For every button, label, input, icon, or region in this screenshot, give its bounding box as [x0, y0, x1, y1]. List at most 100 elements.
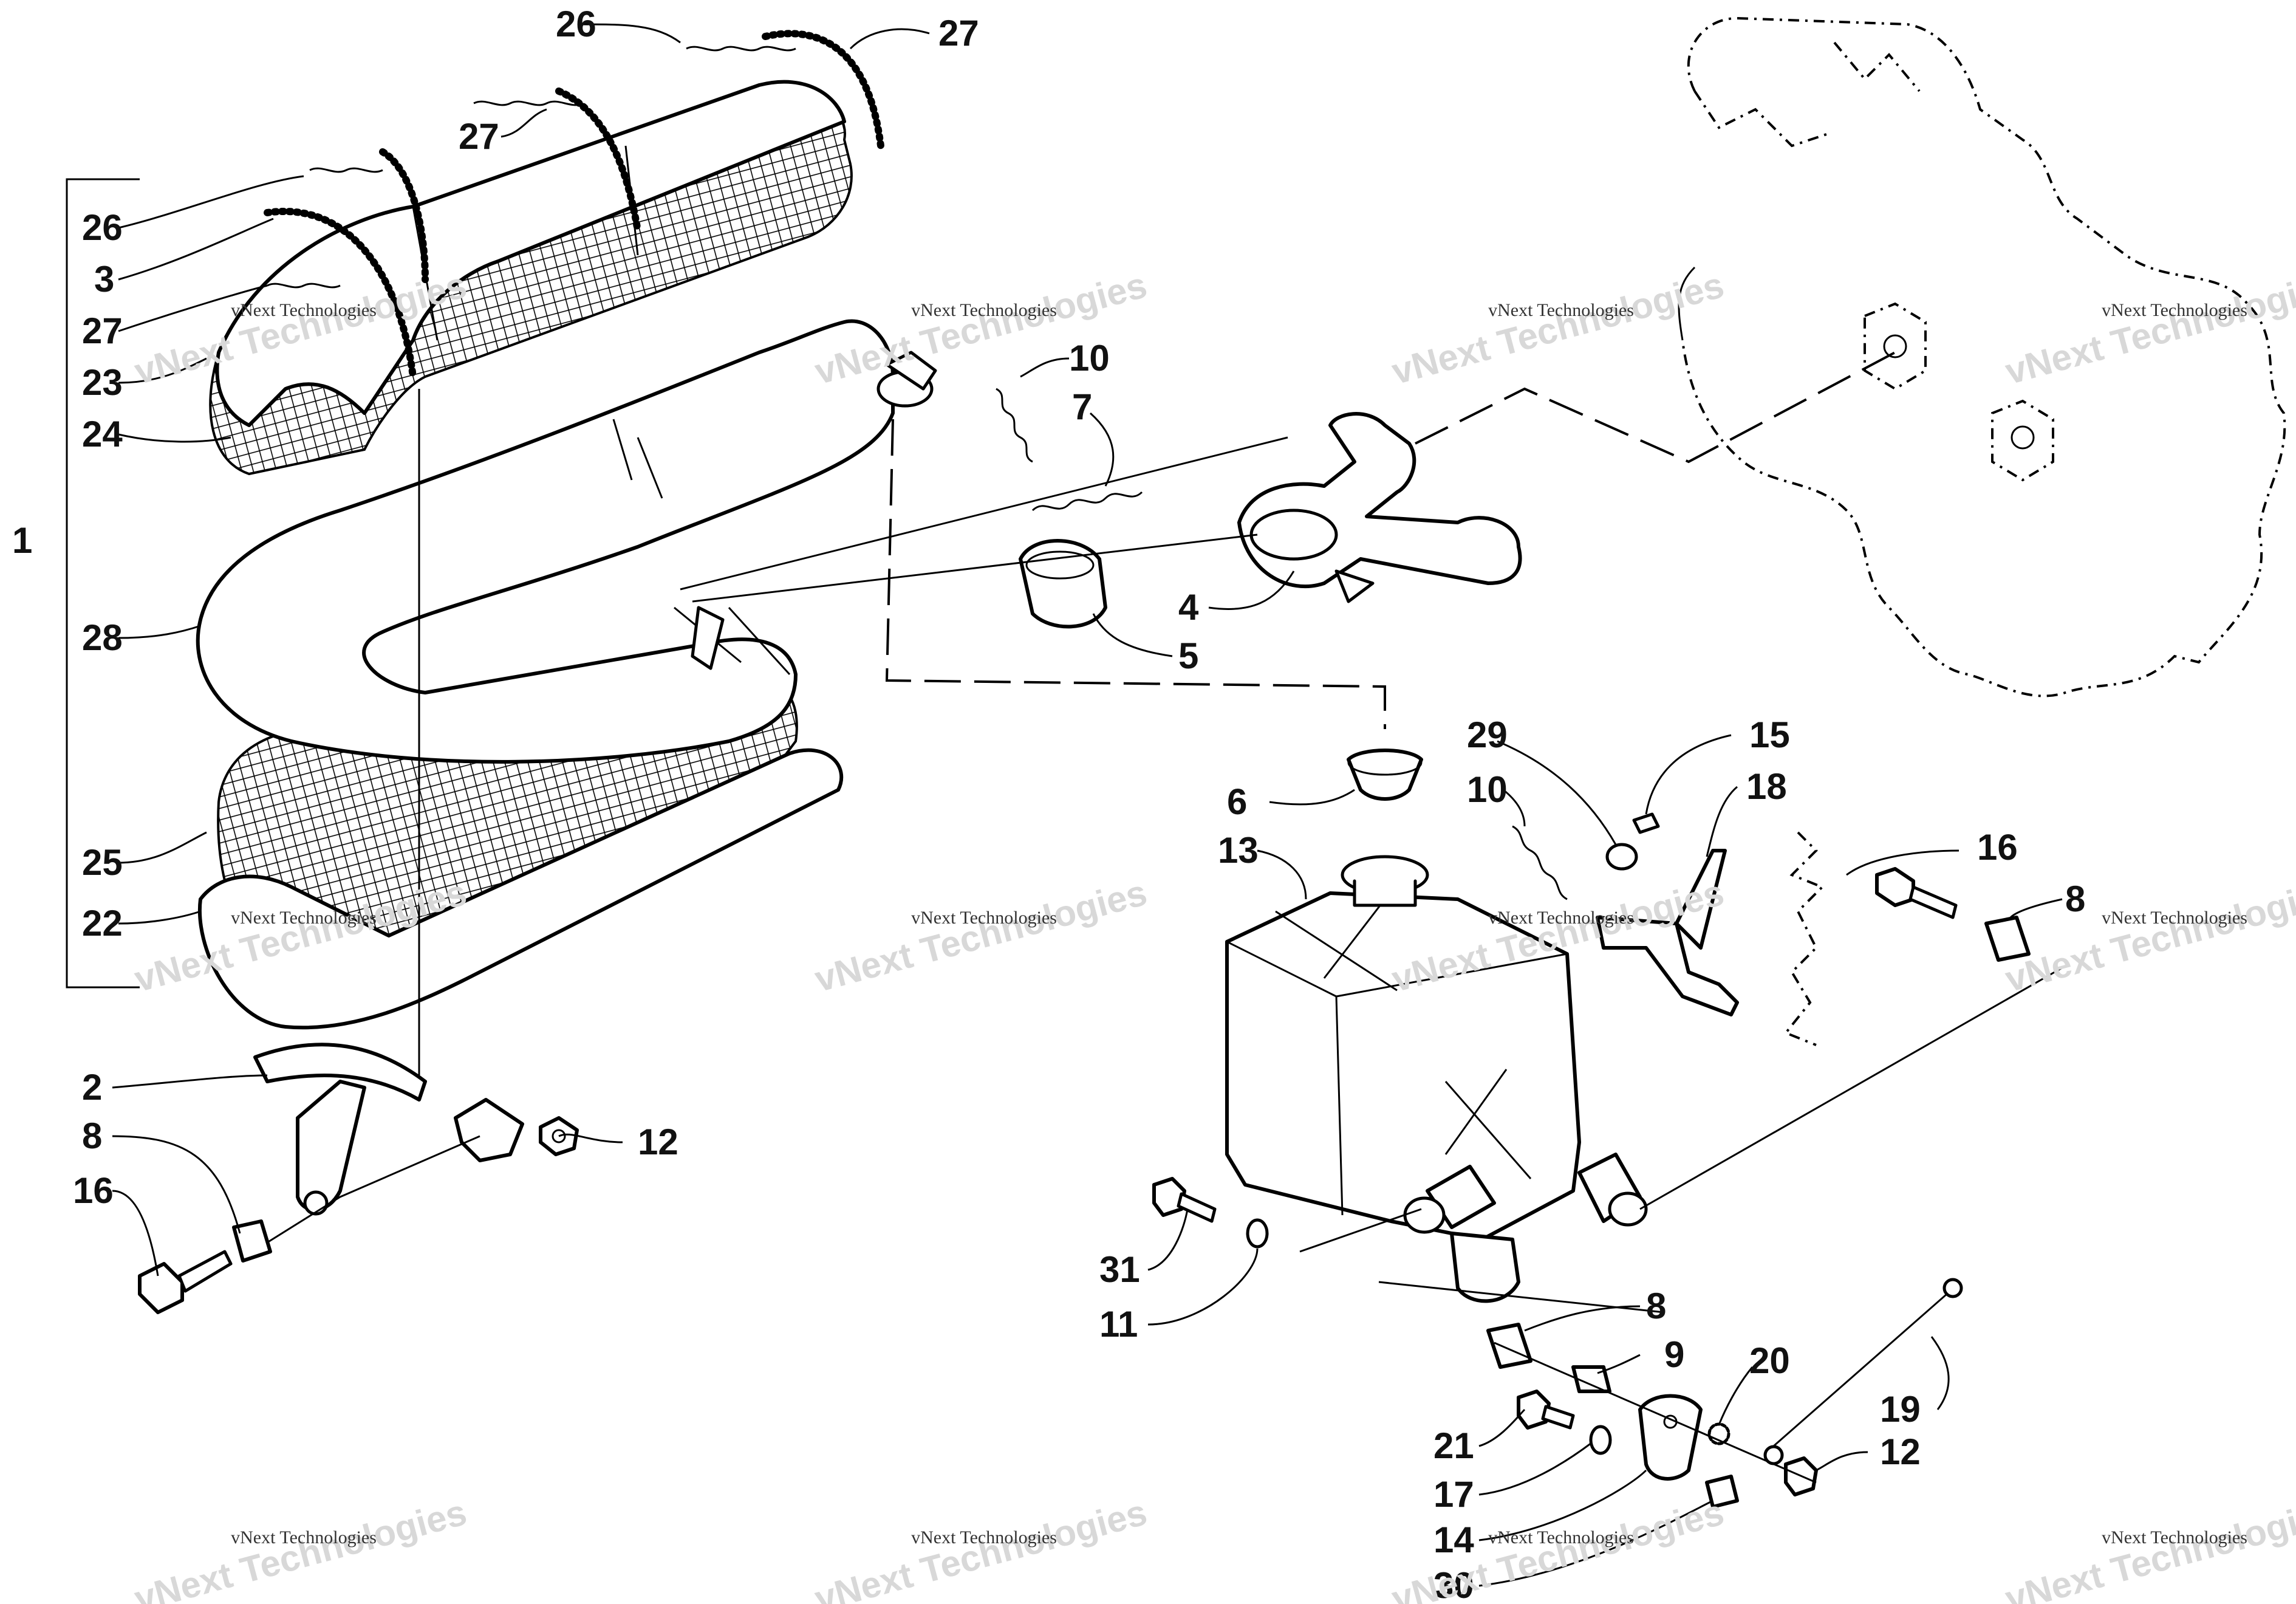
callout-21: 21: [1433, 1425, 1474, 1466]
engine-outline: [1678, 16, 2286, 697]
hardware-guide-line: [1494, 1342, 1817, 1484]
spring-7: [1031, 491, 1143, 512]
chassis-outline: [1783, 831, 1825, 1046]
callout-9: 9: [1664, 1334, 1684, 1375]
callout-15: 15: [1749, 715, 1790, 755]
callout-27-mid: 27: [459, 116, 499, 157]
spacer-8-bottom: [1486, 1323, 1532, 1369]
callout-8-left: 8: [82, 1116, 102, 1156]
callout-31: 31: [1099, 1249, 1140, 1290]
callout-26-side: 26: [82, 207, 123, 248]
pipe-silencer-connector: [885, 419, 1386, 729]
spring-10-upper: [996, 388, 1033, 463]
watermark: vNext Technologies vNext Technologies: [2001, 1492, 2296, 1604]
bracket-18: [1596, 849, 1739, 1016]
expansion-chamber: [196, 319, 937, 764]
bolt-16-left: [138, 1250, 233, 1314]
callout-19: 19: [1880, 1389, 1921, 1430]
svg-text:vNext Technologies: vNext Technologies: [911, 300, 1057, 320]
muffler-grommet-6: [1347, 749, 1423, 801]
svg-text:vNext Technologies: vNext Technologies: [130, 1492, 471, 1604]
callout-20: 20: [1749, 1340, 1790, 1381]
svg-text:vNext Technologies: vNext Technologies: [810, 1492, 1151, 1604]
svg-text:vNext Technologies: vNext Technologies: [231, 300, 377, 320]
callout-22: 22: [82, 903, 123, 944]
svg-text:vNext Technologies: vNext Technologies: [1488, 908, 1634, 928]
callout-25: 25: [82, 842, 123, 883]
watermark: vNext Technologies vNext Technologies: [810, 872, 1151, 999]
callout-1: 1: [12, 520, 32, 561]
watermark: vNext Technologies vNext Technologies: [2001, 264, 2296, 392]
callout-27-side: 27: [82, 310, 123, 351]
stud-30: [1705, 1475, 1739, 1509]
callout-14: 14: [1433, 1520, 1474, 1560]
watermark: vNext Technologies vNext Technologies: [130, 1492, 471, 1604]
callout-8-bottom: 8: [1646, 1286, 1666, 1326]
svg-text:vNext Technologies: vNext Technologies: [231, 908, 377, 928]
engine-mount-lower: [1991, 399, 2054, 482]
callout-6: 6: [1227, 781, 1247, 822]
bolt-15: [1632, 812, 1660, 834]
svg-text:vNext Technologies: vNext Technologies: [231, 1527, 377, 1547]
callout-12-bottom: 12: [1880, 1431, 1921, 1472]
callout-13: 13: [1218, 830, 1259, 871]
manifold-guide-line-1: [692, 533, 1258, 603]
spacer-8-right: [1984, 916, 2031, 962]
svg-text:vNext Technologies: vNext Technologies: [1488, 300, 1634, 320]
support-bracket: [253, 1043, 524, 1216]
callout-16-right: 16: [1977, 827, 2018, 868]
callout-17: 17: [1433, 1474, 1474, 1515]
callout-24: 24: [82, 414, 123, 454]
svg-text:vNext Technologies: vNext Technologies: [1387, 264, 1728, 392]
svg-text:vNext Technologies: vNext Technologies: [810, 872, 1151, 999]
manifold-guide-line-2: [680, 436, 1288, 591]
svg-text:vNext Technologies: vNext Technologies: [2001, 264, 2296, 392]
bolt-16-right: [1875, 867, 1958, 919]
svg-text:vNext Technologies: vNext Technologies: [2001, 1492, 2296, 1604]
washer-11: [1246, 1218, 1269, 1249]
callout-29: 29: [1467, 715, 1508, 755]
svg-text:vNext Technologies: vNext Technologies: [2102, 1527, 2247, 1547]
callout-8-right: 8: [2065, 879, 2085, 919]
manifold-engine-connector: [1415, 351, 1896, 464]
callout-4: 4: [1178, 587, 1199, 628]
assembly-bracket: [66, 178, 140, 989]
callout-12-left: 12: [638, 1122, 678, 1162]
muffler: [1225, 855, 1648, 1303]
callout-labels: 1 2 3 4 5 6 7 8 8 8 9 10 10 11 12 12 13 …: [12, 4, 2085, 1604]
bracket-guide-line: [242, 1135, 480, 1259]
spacer-8-left: [232, 1219, 272, 1263]
svg-text:vNext Technologies: vNext Technologies: [2001, 872, 2296, 999]
callout-16-left: 16: [73, 1170, 114, 1211]
callout-3: 3: [94, 259, 114, 300]
watermark: vNext Technologies vNext Technologies: [2001, 872, 2296, 999]
leader-lines: [112, 23, 2063, 1587]
engine-mount-upper: [1864, 302, 1927, 391]
callout-18: 18: [1746, 766, 1787, 807]
callout-5: 5: [1178, 636, 1198, 676]
bolt-31: [1152, 1177, 1217, 1223]
svg-text:vNext Technologies: vNext Technologies: [1488, 1527, 1634, 1547]
svg-text:vNext Technologies: vNext Technologies: [2102, 300, 2247, 320]
callout-10-upper: 10: [1069, 338, 1110, 379]
callout-11: 11: [1099, 1304, 1138, 1345]
callout-28: 28: [82, 617, 123, 658]
watermark: vNext Technologies vNext Technologies: [810, 1492, 1151, 1604]
spring-10-lower: [1512, 825, 1568, 900]
muffler-guide-line-3: [1299, 1208, 1422, 1253]
damper-29: [1605, 843, 1638, 871]
retaining-springs-top: [264, 30, 884, 380]
watermark: vNext Technologies vNext Technologies: [1387, 264, 1728, 392]
muffler-guide-line-2: [1639, 965, 2066, 1210]
callout-10-lower: 10: [1467, 769, 1508, 810]
callout-7: 7: [1072, 386, 1092, 427]
callout-27-top: 27: [938, 13, 979, 53]
washer-17: [1589, 1425, 1612, 1455]
callout-23: 23: [82, 362, 123, 403]
exhaust-manifold: [1237, 412, 1522, 603]
ground-wire-19: [1763, 1278, 1963, 1465]
gasket-5: [1019, 539, 1107, 629]
sleeve-9: [1571, 1365, 1611, 1393]
svg-text:vNext Technologies: vNext Technologies: [911, 908, 1057, 928]
